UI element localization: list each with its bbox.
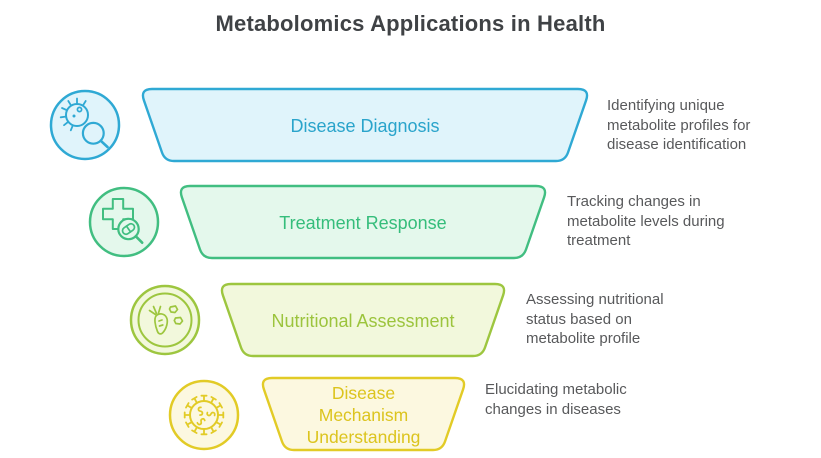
funnel-segment bbox=[179, 184, 547, 260]
funnel-segment-label: Disease Diagnosis bbox=[290, 115, 440, 136]
row-description: Tracking changes in metabolite levels du… bbox=[567, 193, 725, 249]
row-description: Identifying unique metabolite profiles f… bbox=[607, 97, 751, 153]
vegetables-plate-icon bbox=[129, 284, 201, 356]
virus-icon bbox=[168, 379, 240, 451]
funnel-segment bbox=[261, 376, 466, 452]
bacteria-magnifier-icon bbox=[49, 89, 121, 161]
row-description: Assessing nutritional status based on me… bbox=[526, 291, 664, 347]
funnel-segment bbox=[141, 87, 589, 163]
page-title: Metabolomics Applications in Health bbox=[215, 11, 606, 36]
funnel-segment-label: Treatment Response bbox=[279, 212, 447, 233]
row-description: Elucidating metabolic changes in disease… bbox=[485, 381, 627, 418]
funnel-segment bbox=[220, 282, 506, 358]
funnel-segment-label: Disease Mechanism Understanding bbox=[306, 382, 421, 447]
funnel-segment-label: Nutritional Assessment bbox=[271, 310, 455, 331]
medical-cross-magnifier-icon bbox=[88, 186, 160, 258]
